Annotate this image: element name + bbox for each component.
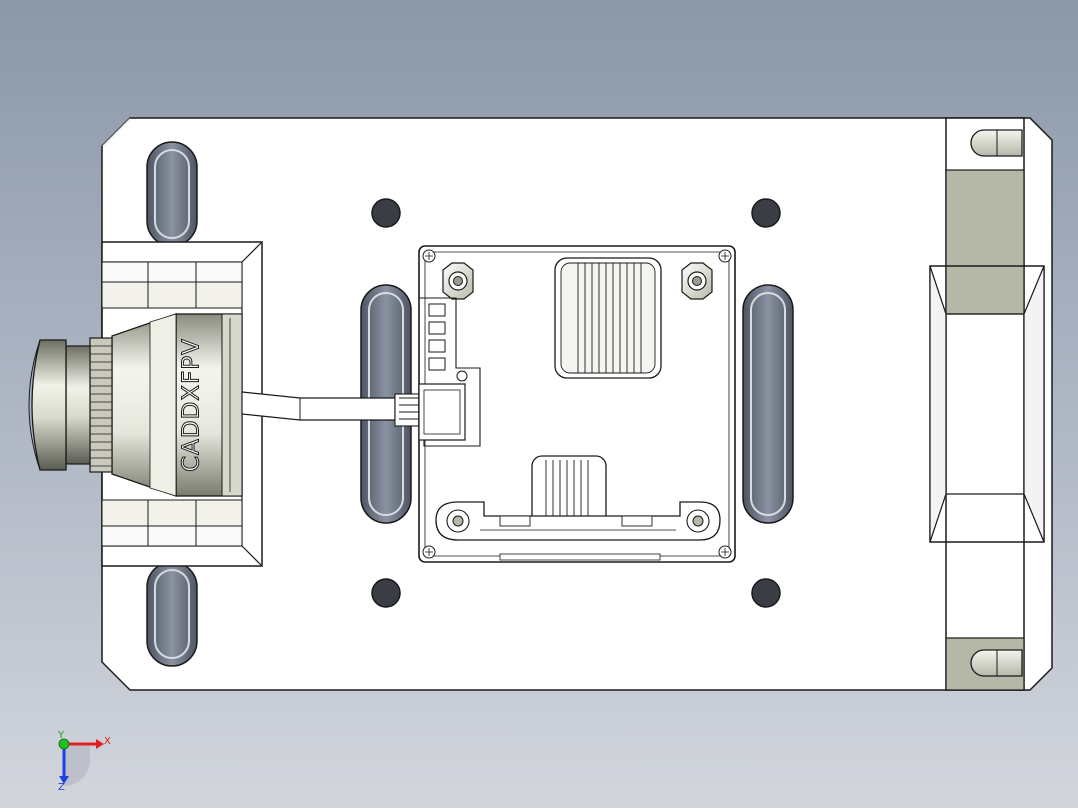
camera-cable	[241, 391, 420, 427]
left-mounting-slots	[146, 141, 198, 667]
fpv-camera: CADDXFPV	[28, 313, 243, 497]
triad-z-label: Z	[58, 782, 65, 793]
pin-header-pads	[418, 297, 481, 447]
camera-brand-label: CADDXFPV	[179, 338, 205, 472]
pcb-board	[418, 245, 736, 563]
bottom-bracket	[435, 501, 721, 561]
hex-nut-top-left	[442, 262, 474, 300]
hex-nut-top-right	[681, 262, 713, 300]
coordinate-triad: X Y Z	[57, 730, 111, 793]
heatsink-bottom	[531, 455, 607, 529]
triad-y-label: Y	[57, 730, 65, 741]
right-clamp-block	[929, 117, 1045, 691]
triad-x-label: X	[104, 736, 111, 747]
corner-holes	[371, 198, 781, 608]
heatsink-top	[554, 257, 662, 379]
